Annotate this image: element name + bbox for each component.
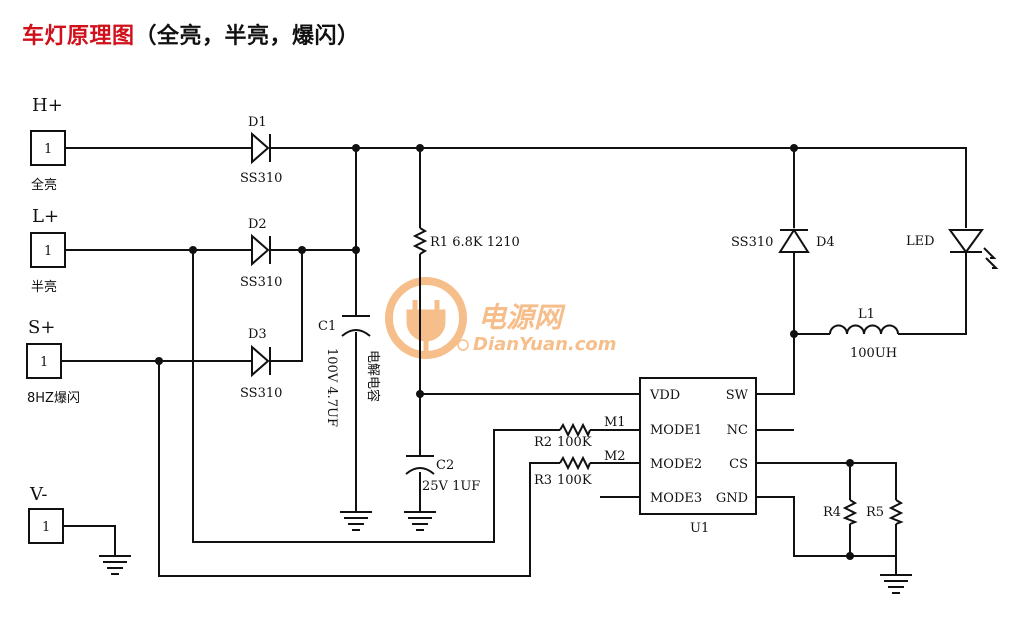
resistor-r1-label: R1 6.8K 1210 [430, 235, 520, 250]
inductor-l1-value: 100UH [850, 346, 897, 361]
connector-v-pin: 1 [42, 520, 50, 535]
plug-icon [406, 300, 446, 352]
connector-s: S+ 1 8HZ爆闪 [26, 317, 80, 406]
u1-pin-vdd: VDD [649, 388, 680, 403]
connector-h-label: H+ [32, 95, 63, 116]
resistor-r3-value: 100K [557, 473, 592, 488]
resistor-r1: R1 6.8K 1210 [412, 227, 520, 255]
diode-d4-ref: D4 [816, 235, 835, 250]
u1-pin-sw: SW [726, 388, 749, 403]
connector-h-desc: 全亮 [31, 177, 57, 193]
diode-d3: D3 SS310 [240, 327, 282, 401]
ground-icons [99, 511, 912, 594]
wires [61, 147, 967, 577]
u1-pin-cs: CS [729, 457, 748, 472]
watermark-cn: 电源网 [478, 301, 566, 334]
connector-l-label: L+ [32, 206, 59, 227]
resistor-r3: M2 R3 100K [534, 449, 626, 488]
u1-pin-mode2: MODE2 [650, 457, 702, 472]
resistor-r5: R5 [866, 499, 904, 525]
page-title: 车灯原理图（全亮，半亮，爆闪） [22, 18, 360, 50]
capacitor-c2-value: 25V 1UF [422, 479, 480, 494]
resistor-r3-net: M2 [604, 449, 626, 464]
title-sub: （全亮，半亮，爆闪） [134, 24, 360, 49]
resistor-r5-ref: R5 [866, 505, 884, 520]
resistor-r4: R4 [823, 499, 858, 525]
diode-d3-part: SS310 [240, 386, 282, 401]
resistor-r2: M1 R2 100K [534, 415, 626, 450]
connector-s-pin: 1 [40, 355, 48, 370]
inductor-l1: L1 100UH [829, 307, 899, 361]
diode-d1-ref: D1 [248, 115, 267, 130]
connector-h-pin: 1 [44, 142, 52, 157]
u1-ref: U1 [690, 521, 709, 536]
resistor-r3-ref: R3 [534, 473, 552, 488]
resistor-r2-net: M1 [604, 415, 626, 430]
led-ref: LED [906, 234, 935, 249]
diode-d3-ref: D3 [248, 327, 267, 342]
capacitor-c2-ref: C2 [436, 458, 454, 473]
diode-d1: D1 SS310 [240, 115, 282, 186]
u1-pin-gnd: GND [716, 491, 748, 506]
connector-h: H+ 1 全亮 [30, 95, 66, 193]
watermark-logo-icon [385, 277, 467, 359]
capacitor-c2: C2 25V 1UF [405, 455, 480, 494]
resistor-r4-ref: R4 [823, 505, 841, 520]
diode-d2-part: SS310 [240, 275, 282, 290]
capacitor-c1-note: 电解电容 [365, 350, 381, 402]
connector-l-pin: 1 [44, 244, 52, 259]
capacitor-c1-value: 100V 4.7UF [324, 348, 339, 427]
connector-s-desc: 8HZ爆闪 [27, 391, 80, 406]
capacitor-c1: C1 100V 4.7UF 电解电容 [318, 315, 381, 427]
junctions [155, 144, 854, 560]
diode-d2: D2 SS310 [240, 217, 282, 290]
resistor-r2-value: 100K [557, 435, 592, 450]
connector-l-desc: 半亮 [31, 279, 57, 295]
diode-d4-part: SS310 [731, 235, 773, 250]
u1-pin-nc: NC [727, 423, 748, 438]
u1-pin-mode3: MODE3 [650, 491, 702, 506]
connector-v-label: V- [29, 484, 47, 505]
diode-d2-ref: D2 [248, 217, 267, 232]
connector-v: V- 1 [28, 484, 64, 544]
watermark: 电源网 DianYuan.com [385, 277, 617, 359]
diode-d1-part: SS310 [240, 171, 282, 186]
inductor-l1-ref: L1 [858, 307, 875, 322]
capacitor-c1-ref: C1 [318, 319, 336, 334]
title-main: 车灯原理图 [22, 24, 135, 49]
ic-u1: VDD MODE1 MODE2 MODE3 SW NC CS GND U1 [639, 377, 757, 536]
connector-s-label: S+ [28, 317, 55, 338]
diode-d4: SS310 D4 [731, 228, 835, 253]
led: LED [906, 229, 999, 269]
watermark-en: DianYuan.com [473, 334, 617, 355]
resistor-r2-ref: R2 [534, 435, 552, 450]
connector-l: L+ 1 半亮 [30, 206, 66, 295]
u1-pin-mode1: MODE1 [650, 423, 702, 438]
